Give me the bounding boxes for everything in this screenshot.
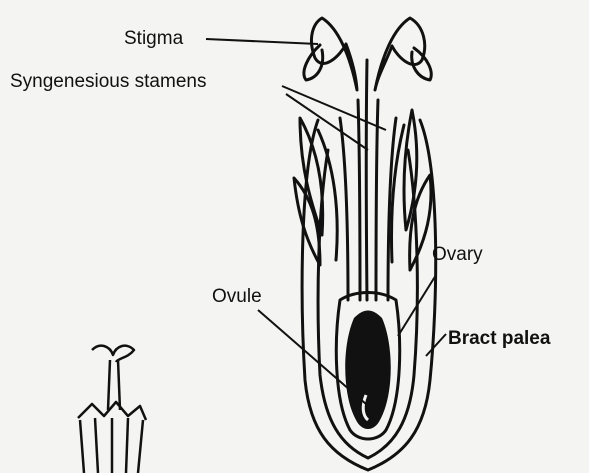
label-bract-palea: Bract palea: [448, 328, 550, 350]
label-syngenesious-stamens: Syngenesious stamens: [10, 71, 206, 93]
style-right: [376, 100, 378, 300]
leader-lines: [206, 39, 446, 404]
leader-stigma: [206, 39, 318, 44]
style-core: [366, 60, 367, 300]
small-floret: [78, 346, 146, 473]
leader-bract-palea: [426, 334, 446, 356]
leader-stamens-a: [282, 86, 386, 130]
stigma-lobe-right: [375, 18, 425, 90]
stamen-tube-left: [340, 118, 348, 300]
leader-stamens-b: [286, 94, 368, 150]
label-stigma: Stigma: [124, 28, 183, 50]
style-left: [358, 100, 360, 300]
stigma-lobe-left: [311, 18, 357, 90]
label-ovary: Ovary: [432, 244, 483, 266]
label-ovule: Ovule: [212, 286, 262, 308]
ovule-fill: [345, 311, 391, 430]
